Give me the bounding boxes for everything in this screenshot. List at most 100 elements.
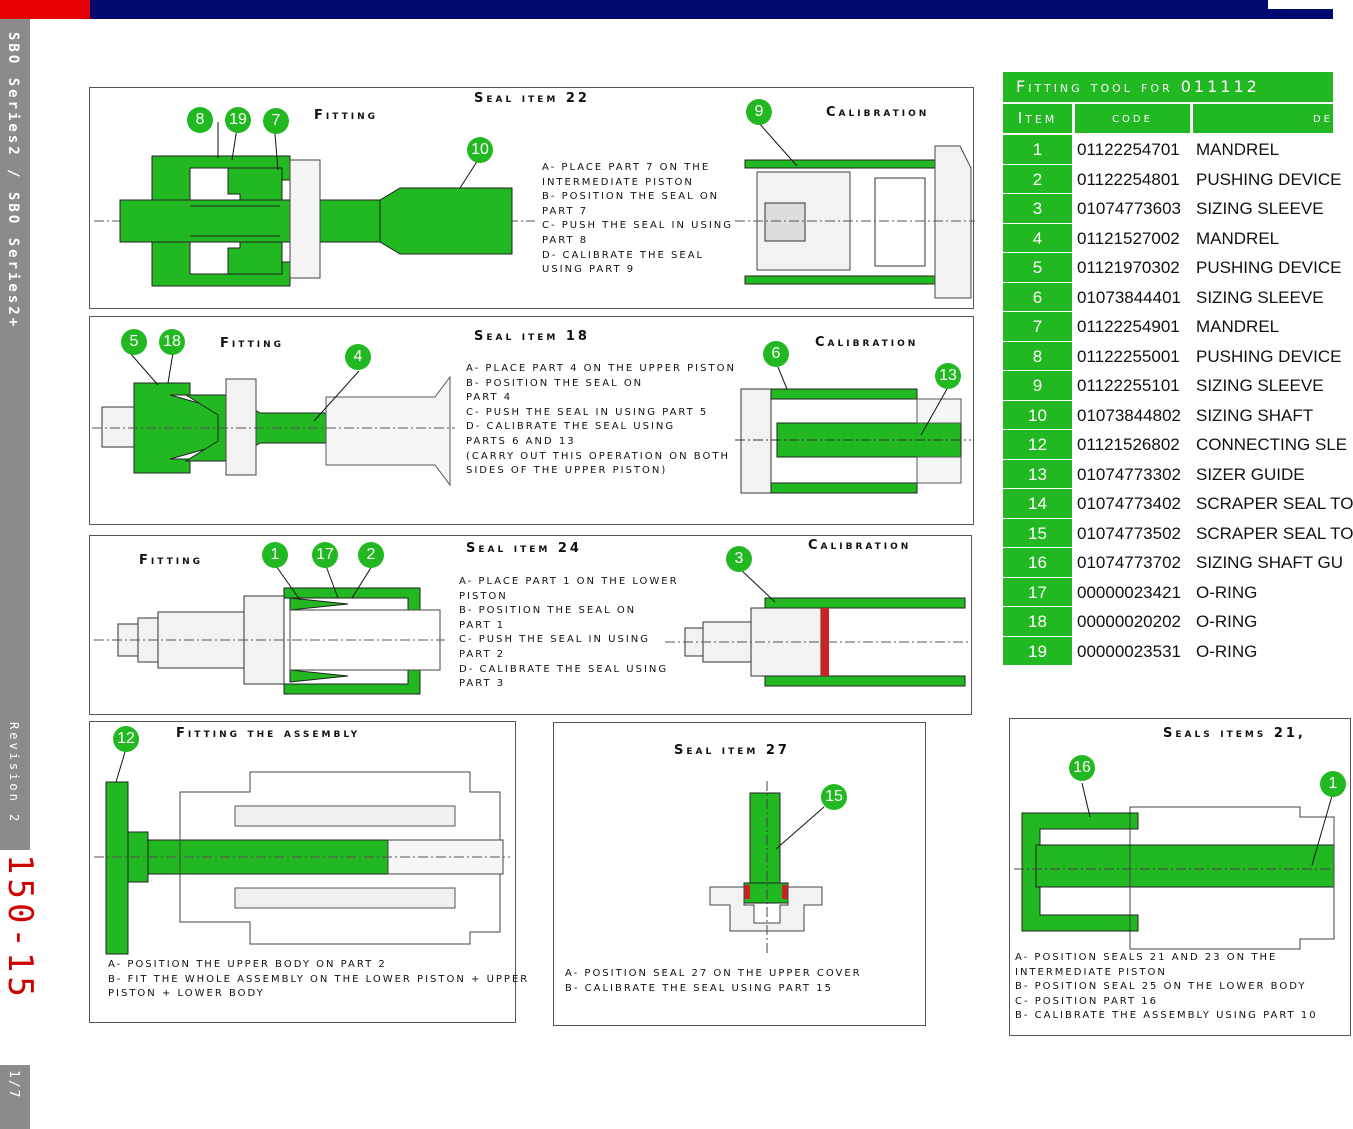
table-row: 5 01121970302 PUSHING DEVICE — [1003, 253, 1341, 283]
step-line: B- POSITION THE SEAL ON — [459, 605, 637, 617]
top-red-bar — [0, 0, 90, 19]
step-line: B- FIT THE WHOLE ASSEMBLY ON THE LOWER P… — [108, 973, 530, 985]
table-cell-code: 01121526802 — [1077, 435, 1180, 454]
table-cell-code: 00000023531 — [1077, 641, 1182, 661]
table-cell-code: 00000020202 — [1077, 612, 1182, 631]
table-cell-code: 01121970302 — [1077, 258, 1180, 277]
calibration-label: Calibration — [826, 105, 930, 120]
table-cell-description: O-RING — [1196, 612, 1258, 631]
badge-9: 9 — [746, 99, 772, 125]
step-line: INTERMEDIATE PISTON — [1015, 966, 1167, 978]
step-line: A- POSITION SEAL 27 ON THE UPPER COVER — [565, 968, 862, 979]
step-line: PART 7 — [542, 205, 589, 217]
table-cell-description: SCRAPER SEAL TO — [1196, 523, 1353, 543]
step-line: B- POSITION SEAL 25 ON THE LOWER BODY — [1015, 981, 1307, 993]
instruction-steps: A- POSITION SEALS 21 AND 23 ON THE INTER… — [1015, 951, 1318, 1024]
table-cell-code: 01121527002 — [1077, 228, 1180, 248]
step-line: PISTON — [459, 590, 508, 602]
table-cell-description: PUSHING DEVICE — [1196, 169, 1342, 189]
step-line: PARTS 6 AND 13 — [466, 435, 576, 447]
panel-title: Seal item 27 — [674, 743, 790, 758]
panel-title: Seal item 18 — [474, 329, 590, 344]
step-line: A- PLACE PART 1 ON THE LOWER — [459, 576, 679, 587]
table-cell-item: 4 — [1003, 223, 1072, 252]
fitting-label: Fitting — [220, 336, 284, 351]
table-cell-code: 01074773603 — [1077, 199, 1182, 218]
step-line: C- PUSH THE SEAL IN USING — [459, 634, 651, 646]
seals-21-drawing — [1014, 782, 1335, 950]
table-cell-item: 7 — [1003, 312, 1072, 341]
top-navy-bar — [90, 0, 1333, 19]
step-line: PART 2 — [459, 648, 506, 660]
table-cell-item: 3 — [1003, 194, 1072, 223]
badge-4: 4 — [345, 344, 371, 370]
table-cell-code: 01074773702 — [1077, 553, 1182, 572]
table-cell-item: 17 — [1003, 577, 1072, 606]
calibration-label: Calibration — [808, 538, 912, 553]
badge-10: 10 — [467, 137, 493, 163]
step-line: C- PUSH THE SEAL IN USING — [542, 220, 734, 232]
fitting-label: Fitting — [314, 108, 378, 123]
step-line: D- CALIBRATE THE SEAL USING — [466, 421, 676, 433]
step-line: D- CALIBRATE THE SEAL USING — [459, 663, 669, 675]
table-header-item: Item — [1003, 104, 1072, 133]
instruction-steps: A- PLACE PART 7 ON THE INTERMEDIATE PIST… — [542, 161, 733, 278]
step-line: PART 8 — [542, 234, 589, 246]
badge-5: 5 — [121, 329, 147, 355]
table-cell-item: 18 — [1003, 607, 1072, 636]
table-cell-description: PUSHING DEVICE — [1196, 346, 1342, 366]
table-cell-description: O-RING — [1196, 641, 1258, 661]
step-line: PART 3 — [459, 678, 506, 690]
table-cell-description: SCRAPER SEAL TO — [1196, 494, 1353, 513]
badge-19: 19 — [225, 107, 251, 133]
sidebar-page-number: 1/7 — [6, 1070, 21, 1100]
calibration-label: Calibration — [815, 335, 919, 350]
table-cell-item: 16 — [1003, 548, 1072, 577]
step-line: D- CALIBRATE THE SEAL — [542, 249, 705, 261]
table-cell-description: MANDREL — [1196, 228, 1280, 248]
table-cell-code: 01073844401 — [1077, 287, 1182, 307]
step-line: C- PUSH THE SEAL IN USING PART 5 — [466, 406, 709, 418]
badge-8: 8 — [187, 107, 213, 133]
fitting-drawing — [92, 352, 455, 487]
step-line: A- POSITION SEALS 21 AND 23 ON THE — [1015, 952, 1278, 963]
table-cell-code: 01122254801 — [1077, 169, 1180, 189]
panel-seal-27: Seal item 27 15 A- POSITION SEAL 27 ON T… — [553, 722, 926, 1026]
instruction-steps: A- POSITION SEAL 27 ON THE UPPER COVER B… — [565, 967, 862, 996]
table-cell-item: 9 — [1003, 371, 1072, 400]
table-cell-item: 10 — [1003, 400, 1072, 429]
step-line: INTERMEDIATE PISTON — [542, 176, 694, 188]
table-cell-code: 01122254701 — [1077, 140, 1180, 159]
table-cell-description: CONNECTING SLE — [1196, 435, 1348, 454]
table-cell-code: 01074773502 — [1077, 523, 1182, 543]
table-header-description: de — [1193, 104, 1333, 133]
table-cell-description: PUSHING DEVICE — [1196, 258, 1342, 277]
panel-title: Fitting the assembly — [176, 726, 361, 741]
panel-seals-21: Seals items 21, 16 1 A- POSITION SEALS 2… — [1009, 718, 1351, 1036]
panel-title: Seal item 24 — [466, 541, 582, 556]
badge-16: 16 — [1069, 755, 1095, 781]
badge-3: 3 — [726, 546, 752, 572]
table-title-text: Fitting tool for 011112 — [1016, 77, 1260, 96]
table-cell-description: SIZING SLEEVE — [1196, 199, 1324, 218]
panel-fitting-assembly: Fitting the assembly 12 A- POSITION THE … — [89, 721, 527, 1023]
table-cell-item: 19 — [1003, 636, 1072, 665]
step-line: PART 4 — [466, 392, 513, 404]
badge-1-partial: 1 — [1320, 771, 1346, 797]
table-cell-item: 15 — [1003, 518, 1072, 547]
panel-seal-22: Seal item 22 Fitting Calibration A- PLAC… — [89, 87, 975, 309]
table-cell-item: 12 — [1003, 430, 1072, 459]
table-title: Fitting tool for 011112 — [1003, 72, 1333, 102]
table-row: 18 00000020202 O-RING — [1003, 607, 1333, 637]
table-cell-item: 14 — [1003, 489, 1072, 518]
table-cell-item: 5 — [1003, 253, 1072, 282]
step-line: SIDES OF THE UPPER PISTON) — [466, 465, 668, 477]
